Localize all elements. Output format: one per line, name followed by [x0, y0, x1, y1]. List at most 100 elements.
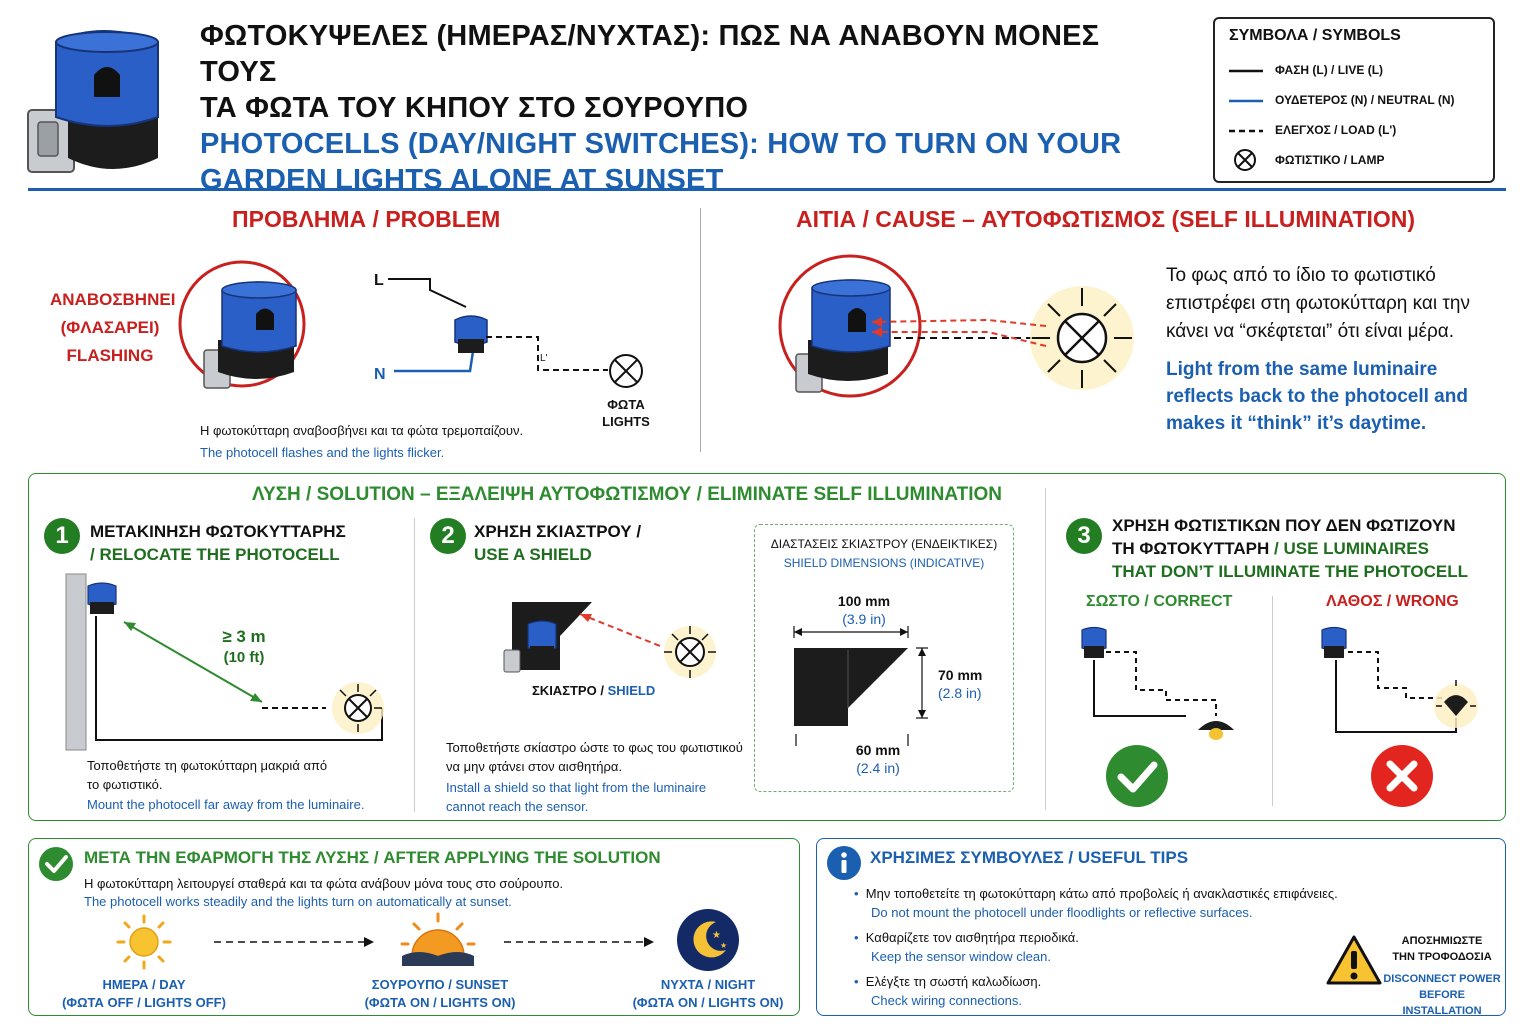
- sunset-icon: [400, 912, 476, 966]
- step-1-2-divider: [414, 518, 415, 812]
- correct-label: ΣΩΣΤΟ / CORRECT: [1086, 593, 1232, 611]
- dimension-depth: 60 mm (2.4 in): [846, 741, 910, 777]
- flashing-en: FLASHING: [66, 346, 154, 365]
- after-heading: ΜΕΤΑ ΤΗΝ ΕΦΑΡΜΟΓΗ ΤΗΣ ΛΥΣΗΣ / AFTER APPL…: [84, 848, 661, 867]
- wire-label-l: L: [374, 272, 384, 289]
- cross-icon: [1371, 745, 1433, 807]
- step-2-desc-gr-2: να μην φτάνει στον αισθητήρα.: [446, 759, 623, 774]
- dims-title-gr: ΔΙΑΣΤΑΣΕΙΣ ΣΚΙΑΣΤΡΟΥ (ΕΝΔΕΙΚΤΙΚΕΣ): [770, 537, 998, 551]
- wrong-luminaire-illustration: [1321, 626, 1478, 733]
- cause-text-gr: Το φως από το ίδιο το φωτιστικό επιστρέφ…: [1166, 262, 1470, 346]
- warning-en-1: DISCONNECT POWER: [1383, 973, 1501, 985]
- step-2-desc-en-1: Install a shield so that light from the …: [446, 780, 707, 795]
- problem-lamp-label: ΦΩΤΑ LIGHTS: [596, 396, 656, 430]
- shield-label-gr: ΣΚΙΑΣΤΡΟ /: [532, 683, 604, 698]
- problem-wiring-diagram: L N L': [374, 272, 643, 388]
- check-icon: [1106, 745, 1168, 807]
- tips-heading: ΧΡΗΣΙΜΕΣ ΣΥΜΒΟΥΛΕΣ / USEFUL TIPS: [870, 848, 1189, 867]
- warning-text: ΑΠΟΣΗΜΙΩΣΤΕ ΤΗΝ ΤΡΟΦΟΔΟΣΙΑ DISCONNECT PO…: [1382, 933, 1502, 1019]
- symbols-legend: ΣΥΜΒΟΛΑ / SYMBOLS ΦΑΣΗ (L) / LIVE (L) ΟΥ…: [1213, 17, 1495, 183]
- sunset-label-2: (ΦΩΤΑ ON / LIGHTS ON): [364, 995, 516, 1010]
- tip-1: • Μην τοποθετείτε τη φωτοκύτταρη κάτω απ…: [854, 886, 1338, 920]
- step-1-desc-en: Mount the photocell far away from the lu…: [87, 797, 365, 812]
- sunset-label: ΣΟΥΡΟΥΠΟ / SUNSET (ΦΩΤΑ ON / LIGHTS ON): [350, 976, 530, 1012]
- step-3-number: 3: [1066, 518, 1102, 554]
- cause-en-2: reflects back to the photocell and: [1166, 386, 1468, 407]
- cause-heading: ΑΙΤΙΑ / CAUSE – ΑΥΤΟΦΩΤΙΣΜΟΣ (SELF ILLUM…: [796, 206, 1416, 232]
- svg-text:★: ★: [720, 941, 727, 950]
- flashing-label: ΑΝΑΒΟΣΒΗΝΕΙ (ΦΛΑΣΑΡΕΙ) FLASHING: [50, 286, 176, 370]
- dim-height-in: (2.8 in): [938, 685, 982, 701]
- day-label-2: (ΦΩΤΑ OFF / LIGHTS OFF): [62, 995, 226, 1010]
- tip-2-gr: Καθαρίζετε τον αισθητήρα περιοδικά.: [865, 930, 1079, 945]
- sunset-label-1: ΣΟΥΡΟΥΠΟ / SUNSET: [371, 977, 509, 992]
- after-desc-gr: Η φωτοκύτταρη λειτουργεί σταθερά και τα …: [84, 876, 564, 891]
- step-2-number: 2: [430, 518, 466, 554]
- shield-label: ΣΚΙΑΣΤΡΟ / SHIELD: [532, 683, 655, 698]
- step-2-desc-en: Install a shield so that light from the …: [446, 778, 706, 816]
- dimension-height: 70 mm (2.8 in): [938, 666, 982, 702]
- night-label-2: (ΦΩΤΑ ON / LIGHTS ON): [632, 995, 784, 1010]
- after-check-icon: [39, 847, 73, 881]
- problem-description-en: The photocell flashes and the lights fli…: [200, 445, 445, 460]
- cause-en-1: Light from the same luminaire: [1166, 359, 1438, 380]
- cause-gr-2: επιστρέφει στη φωτοκύτταρη και την: [1166, 293, 1470, 314]
- solution-panel: [28, 473, 1506, 821]
- cause-gr-1: Το φως από το ίδιο το φωτιστικό: [1166, 265, 1436, 286]
- moon-night-icon: ★ ★: [677, 909, 739, 971]
- symbol-neutral-label: ΟΥΔΕΤΕΡΟΣ (N) / NEUTRAL (N): [1275, 93, 1455, 107]
- info-icon: [827, 846, 861, 880]
- step-2-desc-gr-1: Τοποθετήστε σκίαστρο ώστε το φως του φωτ…: [446, 740, 743, 755]
- after-desc-en: The photocell works steadily and the lig…: [84, 894, 512, 909]
- dimension-width: 100 mm (3.9 in): [830, 592, 898, 628]
- neutral-line-symbol: [1229, 99, 1263, 103]
- day-label-1: ΗΜΕΡΑ / DAY: [102, 977, 186, 992]
- step-1-distance: ≥ 3 m (10 ft): [216, 626, 272, 668]
- step-1-number: 1: [44, 518, 80, 554]
- problem-heading: ΠΡΟΒΛΗΜΑ / PROBLEM: [232, 206, 501, 232]
- tip-3-en: Check wiring connections.: [871, 993, 1023, 1008]
- symbol-live-label: ΦΑΣΗ (L) / LIVE (L): [1275, 63, 1384, 77]
- tip-3: • Ελέγξτε τη σωστή καλωδίωση. Check wiri…: [854, 974, 1042, 1008]
- shield-dimensions-drawing: [793, 626, 928, 746]
- useful-tips-panel: [816, 838, 1506, 1016]
- symbol-lamp-label: ΦΩΤΙΣΤΙΚΟ / LAMP: [1275, 153, 1385, 167]
- sunset-to-night-arrow: [504, 937, 654, 947]
- wire-label-l-prime: L': [540, 353, 548, 364]
- wrong-gr: ΛΑΘΟΣ: [1326, 593, 1383, 610]
- wire-label-n: N: [374, 366, 386, 383]
- solution-heading: ΛΥΣΗ / SOLUTION – ΕΞΑΛΕΙΨΗ ΑΥΤΟΦΩΤΙΣΜΟΥ …: [252, 484, 1003, 505]
- correct-gr: ΣΩΣΤΟ: [1086, 593, 1140, 610]
- step-2-desc-en-2: cannot reach the sensor.: [446, 799, 589, 814]
- dim-depth-in: (2.4 in): [856, 760, 900, 776]
- warning-en-2: BEFORE INSTALLATION: [1402, 989, 1482, 1017]
- flashing-gr-2: (ΦΛΑΣΑΡΕΙ): [60, 318, 160, 337]
- step-1-desc-gr-2: το φωτιστικό.: [87, 777, 163, 792]
- problem-cause-divider: [700, 208, 701, 452]
- step-3-title-gr-1: ΧΡΗΣΗ ΦΩΤΙΣΤΙΚΩΝ ΠΟΥ ΔΕΝ ΦΩΤΙΖΟΥΝ: [1112, 516, 1456, 535]
- day-to-sunset-arrow: [214, 937, 374, 947]
- step-3-title-gr-2: ΤΗ ΦΩΤΟΚΥΤΤΑΡΗ: [1112, 539, 1270, 558]
- symbol-load-label: ΕΛΕΓΧΟΣ / LOAD (L'): [1275, 123, 1397, 137]
- step-1-desc-gr-1: Τοποθετήστε τη φωτοκύτταρη μακριά από: [87, 758, 328, 773]
- header-photocell-illustration: [27, 30, 159, 173]
- step-2-shield-illustration: [503, 602, 716, 678]
- load-line-symbol: [1229, 129, 1263, 133]
- step-3-title-en-1: / USE LUMINAIRES: [1274, 539, 1429, 558]
- step-2-3-divider: [1045, 488, 1046, 810]
- step-1-title-en: / RELOCATE THE PHOTOCELL: [90, 545, 340, 564]
- step-2-title-en: USE A SHIELD: [474, 545, 592, 564]
- live-line-symbol: [1229, 69, 1263, 73]
- flashing-gr-1: ΑΝΑΒΟΣΒΗΝΕΙ: [50, 290, 176, 309]
- step-1-relocate-illustration: [65, 573, 384, 751]
- header-divider: [28, 188, 1506, 191]
- night-label: ΝΥΧΤΑ / NIGHT (ΦΩΤΑ ON / LIGHTS ON): [618, 976, 798, 1012]
- distance-imperial: (10 ft): [223, 649, 265, 666]
- warning-icon: [1326, 935, 1382, 985]
- tip-2-en: Keep the sensor window clean.: [871, 949, 1051, 964]
- step-1-desc-gr: Τοποθετήστε τη φωτοκύτταρη μακριά από το…: [87, 756, 327, 794]
- title-greek-line-2: ΤΑ ΦΩΤΑ ΤΟΥ ΚΗΠΟΥ ΣΤΟ ΣΟΥΡΟΥΠΟ: [200, 92, 749, 124]
- svg-text:★: ★: [712, 930, 721, 941]
- lamp-label-en: LIGHTS: [602, 414, 650, 429]
- lamp-label-gr: ΦΩΤΑ: [607, 397, 645, 412]
